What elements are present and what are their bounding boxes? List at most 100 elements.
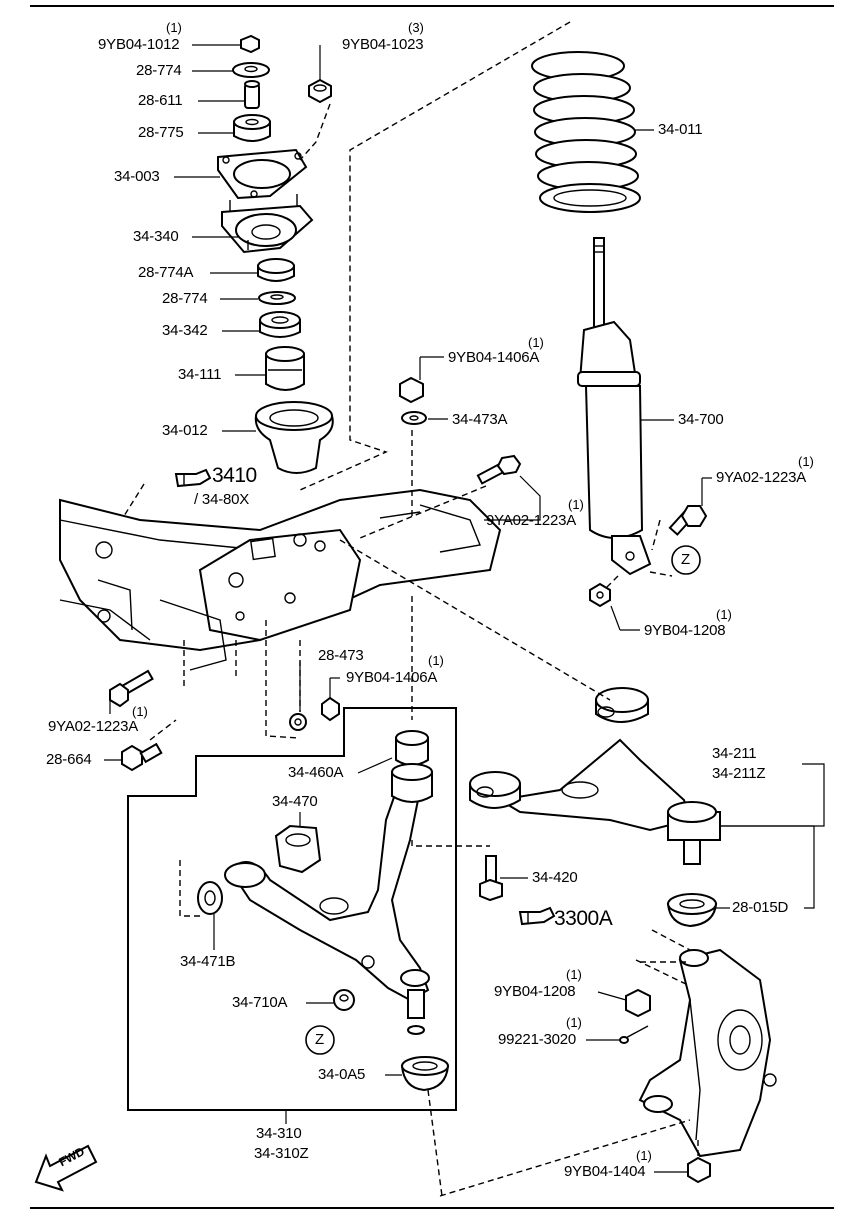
part-number-label: 34-342 [162,322,208,339]
qty-label: (3) [408,20,424,35]
qty-label: (1) [566,1015,582,1030]
washer-471b-part [197,881,223,915]
part-number-label: 34-310 [256,1125,302,1142]
sleeve-611-part [244,80,260,109]
coil-spring-011-part [531,51,641,213]
bolt-664-part [121,742,163,772]
leader-lines [104,44,825,1173]
part-number-label: 34-211 [712,745,757,762]
part-number-label: 9YA02-1223A [486,512,577,529]
zone-z-upper-circle [671,545,701,575]
part-number-label: 28-774A [138,264,194,281]
part-number-label: 34-310Z [254,1145,309,1162]
zone-label: Z [681,551,690,568]
bush-775-part [233,114,271,142]
fwd-arrow-icon [34,1144,98,1192]
qty-label: (1) [636,1148,652,1163]
part-number-label: 28-774 [136,62,182,79]
boot-0a5-part [400,1056,450,1092]
lower-arm-310-part [224,778,430,1035]
boot-015d-part [666,893,718,928]
qty-label: (1) [528,335,544,350]
washer-774-part [258,291,296,305]
bolt-1223a-right-part [668,505,708,536]
bolt-1223a-left-part [109,669,154,708]
part-number-label: 28-775 [138,124,184,141]
part-number-label: 34-700 [678,411,724,428]
zone-label: Z [315,1031,324,1048]
part-number-label: 9YA02-1223A [716,469,807,486]
bolt-1223a-mid-part [476,454,522,485]
part-number-label: 99221-3020 [498,1031,577,1048]
subframe-3410-part [59,488,502,671]
upper-arm-211-part [469,687,721,865]
part-number-label: 34-460A [288,764,344,781]
nut-1406a-low-part [321,696,340,722]
qty-label: (1) [132,704,148,719]
part-number-label: 34-420 [532,869,578,886]
zone-z-lower-circle [305,1025,335,1055]
part-number-label: 34-003 [114,168,160,185]
nut-1404-part [687,1156,711,1184]
nut-1208-low-part [625,988,651,1018]
reference-label: 3300A [554,907,613,930]
bush-774a-part [257,258,295,282]
part-number-label: 34-012 [162,422,208,439]
part-number-label: 28-774 [162,290,208,307]
boot-012-part [254,401,334,474]
pointing-hand-icon [518,906,556,926]
part-number-label: 9YB04-1012 [98,36,180,53]
part-number-label: 34-473A [452,411,508,428]
washer-473-part [289,713,307,731]
qty-label: (1) [166,20,182,35]
knuckle-3300a-part [638,948,777,1158]
part-number-label: 34-211Z [712,765,766,782]
qty-label: (1) [568,497,584,512]
pin-3020-part [619,1025,649,1044]
part-number-label: 34-0A5 [318,1066,366,1083]
part-number-label: 9YB04-1208 [494,983,576,1000]
qty-label: (1) [716,607,732,622]
shock-absorber-700-part [577,237,652,576]
stud-420-part [479,855,503,902]
nut-1023-part [308,78,332,104]
part-number-label: 9YB04-1023 [342,36,424,53]
part-number-label: 34-011 [658,121,703,138]
part-number-label: 34-340 [133,228,179,245]
part-number-label: 9YB04-1208 [644,622,726,639]
part-number-label: 9YB04-1404 [564,1163,646,1180]
pointing-hand-icon [174,468,212,488]
lower-arm-group-box [127,707,457,1124]
reference-label: 3410 [212,464,257,487]
mount-340-part [221,194,314,254]
part-number-label: 28-664 [46,751,92,768]
plate-003-part [217,148,308,200]
qty-label: (1) [798,454,814,469]
reference-sub-label: / 34-80X [194,491,250,508]
nut-1406a-top-part [399,376,424,404]
part-number-label: 34-710A [232,994,288,1011]
part-number-label: 34-470 [272,793,318,810]
assembly-lines [123,21,699,1197]
bush-460a-part [391,730,433,803]
bush-470-part [274,824,322,874]
part-number-label: 9YB04-1406A [346,669,438,686]
part-number-label: 34-111 [178,366,222,383]
part-number-label: 28-473 [318,647,364,664]
qty-label: (1) [566,967,582,982]
part-number-label: 28-015D [732,899,789,916]
part-number-label: 34-471B [180,953,236,970]
nut-1208-right-part [589,582,611,608]
frame-rules [30,5,834,1209]
part-number-label: 9YB04-1406A [448,349,540,366]
qty-label: (1) [428,653,444,668]
bumper-111-part [265,346,305,391]
washer-774-top-part [232,62,270,78]
part-number-label: 28-611 [138,92,183,109]
part-number-label: 9YA02-1223A [48,718,139,735]
bush-342-part [259,311,301,338]
washer-473a-part [401,411,427,425]
bush-710a-part [333,989,355,1011]
